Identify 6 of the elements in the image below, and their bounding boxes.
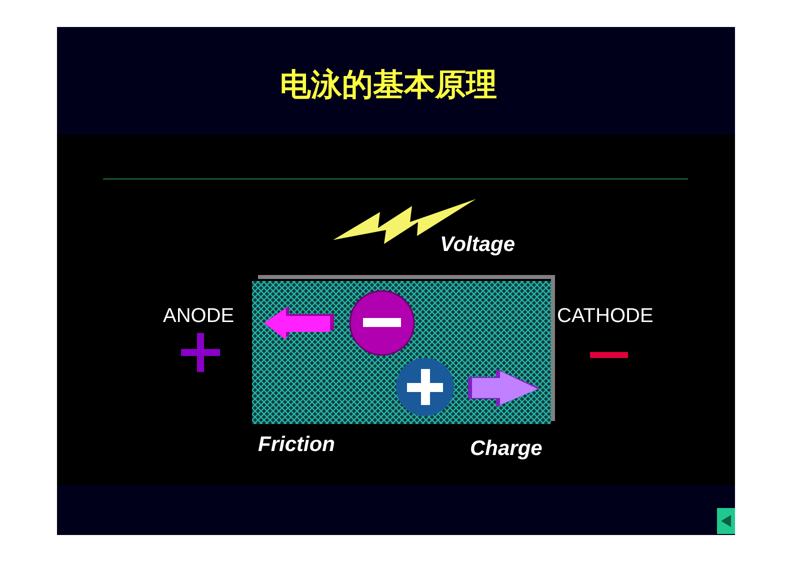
label-text: Friction bbox=[258, 433, 335, 457]
slide-title: 电泳的基本原理 bbox=[280, 66, 497, 105]
label-text: Voltage bbox=[440, 233, 516, 257]
label-text: ANODE bbox=[163, 305, 234, 328]
label-text: Charge bbox=[470, 437, 542, 461]
label-text: CATHODE bbox=[557, 305, 654, 328]
